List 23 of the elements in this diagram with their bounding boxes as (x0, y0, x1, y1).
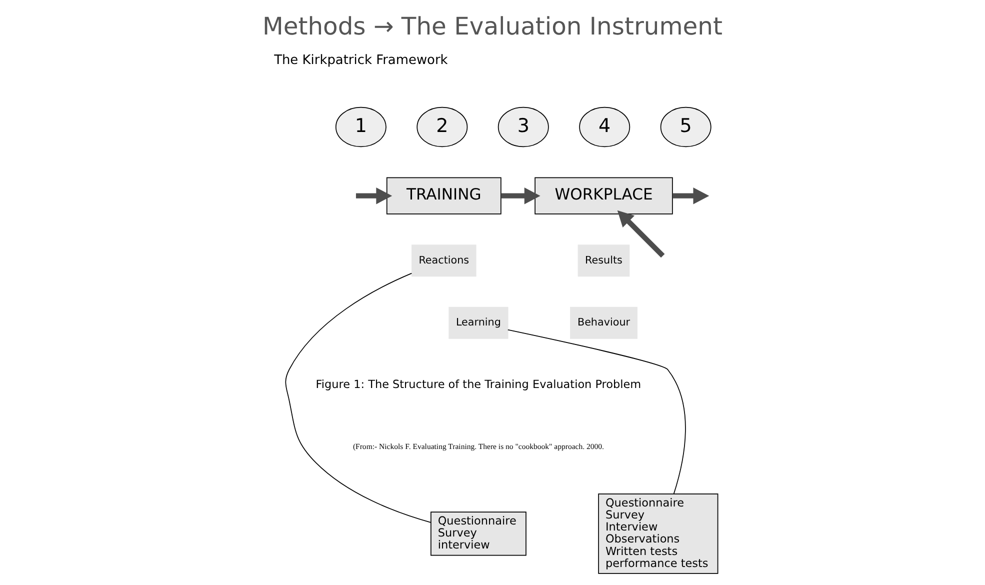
connector (285, 272, 432, 523)
node-box: TRAINING (386, 177, 502, 214)
node-box: Behaviour (570, 306, 638, 339)
arrow (356, 187, 392, 204)
node-box: Questionnaire Survey Interview Observations Written tests performance tests (598, 494, 718, 574)
node-ellipse: 5 (660, 106, 712, 148)
node-ellipse: 2 (416, 106, 468, 148)
node-box: Reactions (412, 244, 476, 277)
connector (507, 329, 686, 494)
arrow (672, 187, 710, 204)
node-box: Results (578, 244, 630, 277)
node-ellipse: 4 (579, 106, 630, 148)
node-box: WORKPLACE (534, 177, 673, 214)
arrow (617, 210, 665, 258)
node-box: Questionnaire Survey interview (430, 512, 526, 556)
label: Figure 1: The Structure of the Training Evaluation Problem (316, 378, 642, 391)
diagram-title: Methods → The Evaluation Instrument (262, 12, 723, 40)
label: The Kirkpatrick Framework (274, 52, 448, 68)
node-ellipse: 3 (498, 106, 549, 148)
arrow (501, 187, 540, 204)
node-ellipse: 1 (335, 106, 386, 148)
node-box: Learning (448, 306, 508, 339)
label: (From:- Nickols F. Evaluating Training. There is no "cookbook" approach. 2000. (352, 442, 604, 452)
